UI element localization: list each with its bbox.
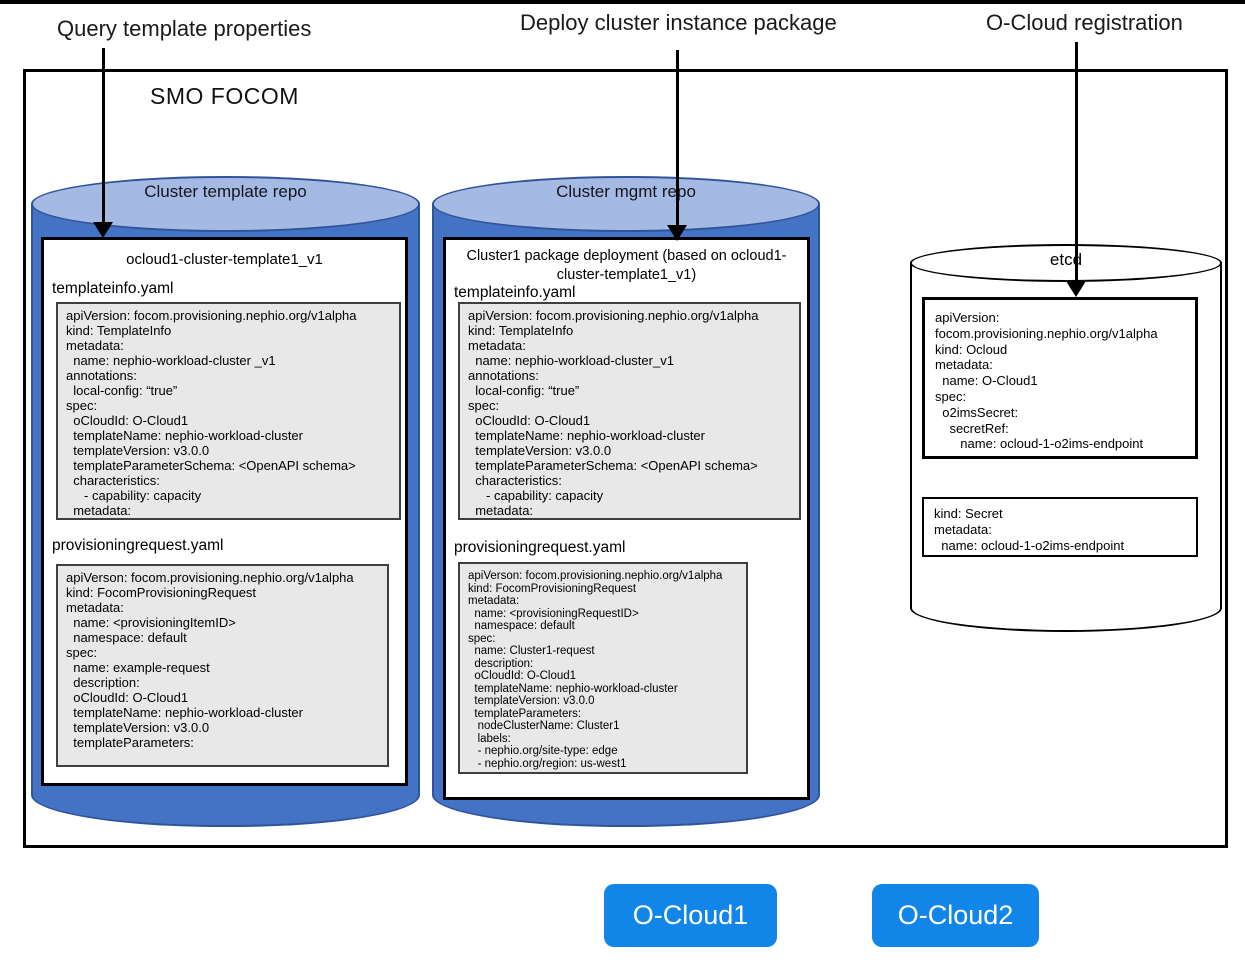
ocloud1-template-package-box: ocloud1-cluster-template1_v1 templateinf… [41, 237, 408, 786]
smo-focom-title: SMO FOCOM [150, 83, 299, 109]
registration-arrow-head [1066, 281, 1086, 297]
cluster1-deployment-package-box: Cluster1 package deployment (based on oc… [443, 237, 810, 800]
templateinfo-file-label: templateinfo.yaml [454, 284, 576, 301]
ocloud1-node: O-Cloud1 [604, 884, 777, 947]
registration-arrow-line [1075, 42, 1078, 283]
cluster-mgmt-repo-title: Cluster mgmt repo [556, 182, 696, 201]
package-title: ocloud1-cluster-template1_v1 [126, 251, 323, 268]
top-border-bar [0, 0, 1245, 4]
deploy-arrow-line [676, 50, 679, 227]
query-template-properties-label: Query template properties [57, 16, 312, 41]
provisioningrequest-yaml-code: apiVerson: focom.provisioning.nephio.org… [458, 562, 748, 774]
ocloud-resource-yaml-code: apiVersion: focom.provisioning.nephio.or… [922, 297, 1198, 459]
ocloud-registration-label: O-Cloud registration [986, 10, 1183, 35]
provisioningrequest-file-label: provisioningrequest.yaml [454, 539, 626, 556]
templateinfo-yaml-code: apiVersion: focom.provisioning.nephio.or… [458, 302, 801, 520]
cluster-template-repo-title: Cluster template repo [144, 182, 307, 201]
templateinfo-file-label: templateinfo.yaml [52, 280, 174, 297]
secret-resource-yaml-code: kind: Secret metadata: name: ocloud-1-o2… [922, 497, 1198, 557]
etcd-title: etcd [1049, 250, 1083, 269]
smo-focom-box [23, 69, 1228, 848]
package-title: Cluster1 package deployment (based on oc… [466, 248, 787, 283]
templateinfo-yaml-code: apiVersion: focom.provisioning.nephio.or… [56, 302, 401, 520]
provisioningrequest-file-label: provisioningrequest.yaml [52, 537, 224, 554]
deploy-cluster-instance-package-label: Deploy cluster instance package [520, 10, 837, 35]
provisioningrequest-yaml-code: apiVerson: focom.provisioning.nephio.org… [56, 564, 389, 767]
etcd-cylinder-top [910, 244, 1222, 282]
query-arrow-line [102, 48, 105, 224]
deploy-arrow-head [667, 225, 687, 241]
query-arrow-head [93, 222, 113, 238]
cluster-mgmt-repo-cylinder-top [432, 176, 820, 232]
ocloud2-node: O-Cloud2 [872, 884, 1039, 947]
